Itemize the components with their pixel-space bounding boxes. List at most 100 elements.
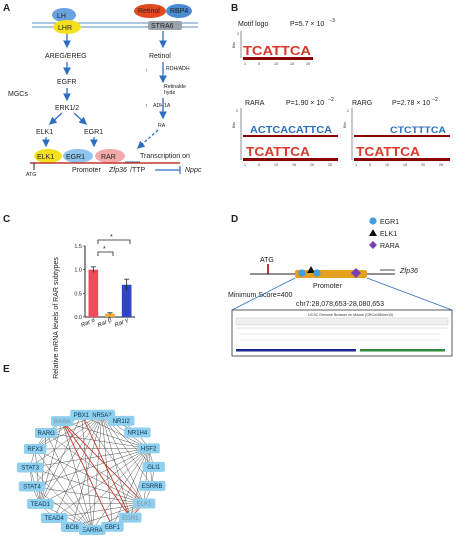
- motif-top-tick: 5: [258, 62, 260, 66]
- motif-rarg-tick: 1: [355, 163, 357, 167]
- sig-bracket-inner: [97, 251, 114, 256]
- browser-frame: [231, 309, 453, 357]
- rar-box: [95, 149, 125, 163]
- gene-suffix-label: /TTP: [130, 167, 145, 174]
- retinol-label: Retinol: [149, 53, 171, 60]
- panel-c: C Relative mRNA levels of RAR subtypes 0…: [3, 214, 135, 379]
- legend-rara-label: RARA: [380, 243, 400, 250]
- promoter-label-a: Promoter: [72, 167, 101, 174]
- panel-b-letter: B: [231, 3, 238, 14]
- motif-top-tick: 1: [244, 62, 246, 66]
- motif-rara-tick: 5: [258, 163, 260, 167]
- network-node-label: PBX1: [74, 413, 90, 419]
- network-edge: [61, 421, 93, 531]
- rara-site: [351, 268, 361, 278]
- network-edge: [30, 467, 93, 531]
- retinaldehyde-label-2: hyde: [164, 90, 175, 96]
- ra-label: RA: [158, 123, 166, 129]
- browser-ruler: [235, 317, 449, 326]
- motif-rarg-letters-2: TCATTCA: [356, 144, 421, 159]
- genome-browser: UCSC Genome Browser on Mouse (GRCm38/mm1…: [231, 309, 453, 357]
- network-node-label: BCl6: [66, 525, 80, 531]
- network-node-label: NR5A2: [92, 413, 112, 419]
- network-edge: [40, 414, 82, 505]
- egr1-site: [313, 269, 321, 277]
- motif-rara-ylabel: Bits: [232, 122, 236, 128]
- network-node-label: NR1H4: [128, 431, 148, 437]
- network-node-label: TEAD1: [31, 502, 51, 508]
- egr1-box-label: EGR1: [66, 154, 85, 161]
- sig-star-inner: *: [103, 246, 106, 253]
- rbp4-blob: [166, 4, 192, 18]
- motif-top-tick: 15: [290, 62, 294, 66]
- locus-atg-label: ATG: [260, 257, 274, 264]
- motif-rara-baseline-2: [243, 158, 338, 161]
- motif-rarg-tick: 5: [369, 163, 371, 167]
- network-node: [138, 480, 166, 491]
- network-edge: [54, 503, 145, 519]
- motif-rarg-letters-1: CTCTTTCA: [390, 125, 447, 135]
- network-node: [107, 415, 135, 426]
- network-node: [34, 427, 58, 438]
- panel-e: E NR5A2NR1I2NR1H4HSF2GLI1ESRRBELK1EGR1EB…: [3, 364, 166, 535]
- adh1a-label: ADH1A: [153, 103, 171, 109]
- arrow-erk-elk1: [49, 112, 63, 125]
- network-node: [16, 462, 44, 473]
- network-edge: [45, 432, 93, 531]
- network-edge: [81, 414, 149, 449]
- browser-title: UCSC Genome Browser on Mouse (GRCm38/mm1…: [308, 313, 393, 317]
- network-edge-highlight: [81, 414, 131, 518]
- motif-top-baseline: [243, 57, 313, 60]
- y-tick-label: 1.0: [74, 268, 82, 274]
- elk1-mid-label: ELK1: [36, 129, 53, 136]
- network-node: [60, 521, 84, 532]
- zoom-line-left: [231, 277, 296, 311]
- stra6-label: STRA6: [151, 23, 174, 30]
- network-node-label: ESRRB: [142, 484, 163, 490]
- motif-rarg-tick: 25: [439, 163, 443, 167]
- network-node-label: HSF2: [141, 447, 157, 453]
- motif-rara-baseline-1: [243, 135, 338, 137]
- network-edge: [34, 448, 41, 505]
- sig-bracket-outer: [97, 239, 131, 244]
- atg-label-a: ATG: [26, 172, 36, 178]
- retinaldehyde-label-1: Retinalde: [164, 84, 186, 90]
- motif-top-name: Motif logo: [238, 21, 268, 28]
- panel-a-letter: A: [3, 3, 10, 14]
- motif-top-ylabel: Bits: [232, 42, 236, 48]
- network-node-label: EBF1: [105, 525, 121, 531]
- lhr-label: LHR: [58, 25, 72, 32]
- transcription-label: Transcription on: [140, 153, 190, 160]
- panel-d-letter: D: [231, 214, 238, 225]
- network-nodes: NR5A2NR1I2NR1H4HSF2GLI1ESRRBELK1EGR1EBF1…: [16, 409, 166, 535]
- motif-rara-ymax: 2: [236, 109, 238, 113]
- network-edge: [92, 448, 149, 531]
- network-node: [70, 409, 93, 420]
- network-node: [23, 443, 47, 454]
- network-edge: [40, 503, 145, 505]
- stra6-channel: [148, 21, 182, 30]
- network-edge: [35, 448, 149, 450]
- network-edge: [101, 414, 153, 487]
- network-edge-highlight: [61, 420, 131, 518]
- elk1-box: [34, 149, 62, 163]
- x-tick-label: Rar β: [97, 317, 113, 329]
- motif-rarg-ylabel: Bits: [343, 122, 347, 128]
- network-node: [132, 498, 156, 509]
- network-edge: [40, 448, 149, 505]
- chart-bars: [88, 266, 132, 317]
- network-node: [142, 461, 165, 472]
- network-edge: [53, 414, 103, 519]
- network-node-label: STAT3: [21, 466, 39, 472]
- x-tick-label: Rar γ: [114, 317, 130, 329]
- legend-elk1-marker: [369, 229, 377, 236]
- network-edge: [112, 448, 149, 527]
- egr1-site: [298, 269, 306, 277]
- motif-rarg-p: P=2.78 × 10: [392, 100, 430, 107]
- network-node: [79, 524, 106, 535]
- network-edge: [31, 486, 145, 504]
- motif-rarg-baseline-2: [354, 158, 450, 161]
- network-edge: [81, 414, 145, 504]
